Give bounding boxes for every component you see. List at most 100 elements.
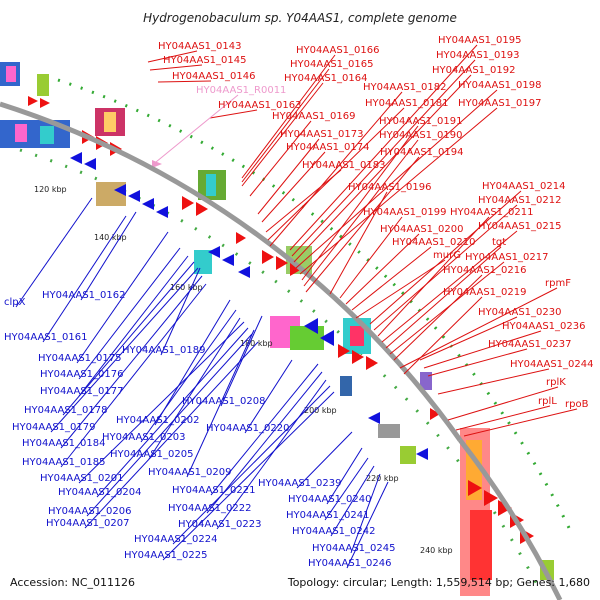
forward-gene-label: HY04AAS1_0183 <box>302 160 385 171</box>
forward-gene-label: HY04AAS1_0219 <box>443 287 526 298</box>
forward-leader-line <box>261 151 326 223</box>
forward-leader-line <box>305 156 420 293</box>
reverse-leader-line <box>160 267 201 356</box>
reverse-leader-line <box>326 447 363 505</box>
scale-tick-label: 160 kbp <box>170 283 203 292</box>
forward-gene-label: HY04AAS1_0210 <box>392 237 475 248</box>
forward-leader-line <box>419 316 518 361</box>
forward-leader-line <box>377 216 490 337</box>
reverse-gene-label: HY04AAS1_0201 <box>40 473 123 484</box>
forward-leader-line <box>257 138 320 215</box>
scale-tick-label: 120 kbp <box>34 185 67 194</box>
forward-leader-line <box>299 107 498 275</box>
reverse-gene-label: HY04AAS1_0184 <box>22 438 105 449</box>
reverse-leader-line <box>62 261 195 416</box>
reverse-gene-label: HY04AAS1_0161 <box>4 332 87 343</box>
reverse-gene-label: HY04AAS1_0224 <box>134 534 217 545</box>
accession-label: Accession: NC_011126 <box>10 576 135 589</box>
reverse-leader-line <box>80 211 137 301</box>
forward-leader-line <box>463 408 578 437</box>
reverse-gene-label: HY04AAS1_0223 <box>178 519 261 530</box>
forward-gene-label: HY04AAS1_0192 <box>432 65 515 76</box>
reverse-gene-label: HY04AAS1_0204 <box>58 487 141 498</box>
reverse-gene-label: HY04AAS1_0220 <box>206 423 289 434</box>
forward-leader-line <box>423 330 542 369</box>
reverse-leader-line <box>84 341 259 529</box>
reverse-leader-line <box>50 267 199 433</box>
reverse-gene-label: HY04AAS1_0242 <box>292 526 375 537</box>
reverse-gene-label: HY04AAS1_0245 <box>312 543 395 554</box>
reverse-gene-label: HY04AAS1_0209 <box>148 467 231 478</box>
reverse-gene-label: HY04AAS1_0246 <box>308 558 391 569</box>
reverse-gene-label: HY04AAS1_0179 <box>12 422 95 433</box>
reverse-leader-line <box>78 255 189 397</box>
reverse-leader-line <box>216 379 327 530</box>
reverse-leader-line <box>206 371 323 514</box>
forward-leader-line <box>389 261 505 355</box>
forward-leader-line <box>385 246 502 349</box>
forward-leader-line <box>249 120 312 197</box>
forward-leader-line <box>345 233 420 305</box>
scale-tick-label: 240 kbp <box>420 546 453 555</box>
forward-leader-line <box>147 50 198 63</box>
reverse-leader-line <box>210 363 319 496</box>
forward-gene-label: HY04AAS1_0169 <box>272 111 355 122</box>
scale-tick-label: 140 kbp <box>94 233 127 242</box>
forward-leader-line <box>209 109 258 119</box>
reverse-gene-label: HY04AAS1_0241 <box>286 510 369 521</box>
topology-label: Topology: circular; Length: 1,559,514 bp… <box>287 576 590 589</box>
forward-leader-line <box>339 216 403 299</box>
map-title: Hydrogenobaculum sp. Y04AAS1, complete g… <box>143 11 457 25</box>
forward-gene-label: HY04AAS1_0200 <box>380 224 463 235</box>
reverse-leader-line <box>60 283 207 468</box>
reverse-gene-label: HY04AAS1_0240 <box>288 494 371 505</box>
gene-labels: HY04AAS1_0143HY04AAS1_0145HY04AAS1_0146H… <box>4 35 593 569</box>
scale-tick-label: 200 kbp <box>304 406 337 415</box>
forward-gene-label: HY04AAS1_0194 <box>380 147 463 158</box>
forward-leader-line <box>351 246 432 311</box>
forward-gene-label: HY04AAS1_0197 <box>458 98 541 109</box>
reverse-leader-line <box>15 197 93 308</box>
reverse-leader-line <box>330 465 375 537</box>
forward-leader-line <box>157 80 212 83</box>
forward-leader-line <box>291 59 476 257</box>
reverse-leader-line <box>186 329 255 478</box>
forward-gene-label: HY04AAS1_0217 <box>465 252 548 263</box>
forward-gene-label: HY04AAS1_0198 <box>458 80 541 91</box>
forward-gene-label: murG <box>433 250 461 261</box>
forward-gene-label: HY04AAS1_0166 <box>296 45 379 56</box>
forward-gene-label: HY04AAS1_0193 <box>436 50 519 61</box>
reverse-leader-line <box>244 359 293 434</box>
forward-gene-label: HY04AAS1_0191 <box>379 116 462 127</box>
reverse-gene-label: HY04AAS1_0205 <box>110 449 193 460</box>
forward-gene-label: HY04AAS1_0190 <box>379 130 462 141</box>
reverse-gene-label: HY04AAS1_0206 <box>48 506 131 517</box>
forward-gene-label: tgt <box>492 237 506 248</box>
forward-leader-line <box>447 386 559 421</box>
forward-gene-label: HY04AAS1_0244 <box>510 359 593 370</box>
reverse-gene-label: HY04AAS1_0176 <box>40 369 123 380</box>
reverse-gene-label: HY04AAS1_0207 <box>46 518 129 529</box>
forward-gene-label: HY04AAS1_0236 <box>502 321 585 332</box>
forward-gene-label: HY04AAS1_0196 <box>348 182 431 193</box>
forward-gene-label: HY04AAS1_0143 <box>158 41 241 52</box>
forward-leader-line <box>303 139 419 287</box>
forward-gene-label: rpmF <box>545 278 571 289</box>
reverse-leader-line <box>96 327 249 498</box>
rna-leader-line <box>155 94 239 163</box>
forward-gene-label: HY04AAS1_0164 <box>284 73 367 84</box>
forward-gene-label: rplL <box>538 396 557 407</box>
forward-leader-line <box>355 259 446 319</box>
reverse-leader-line <box>154 299 231 426</box>
forward-leader-line <box>149 64 203 71</box>
forward-gene-label: HY04AAS1_0163 <box>218 100 301 111</box>
reverse-gene-label: HY04AAS1_0175 <box>38 353 121 364</box>
rna-marker <box>152 160 162 168</box>
forward-gene-label: HY04AAS1_0145 <box>163 55 246 66</box>
forward-leader-line <box>241 54 336 179</box>
forward-leader-line <box>269 91 403 247</box>
forward-leader-line <box>329 191 388 295</box>
reverse-gene-label: HY04AAS1_0222 <box>168 503 251 514</box>
